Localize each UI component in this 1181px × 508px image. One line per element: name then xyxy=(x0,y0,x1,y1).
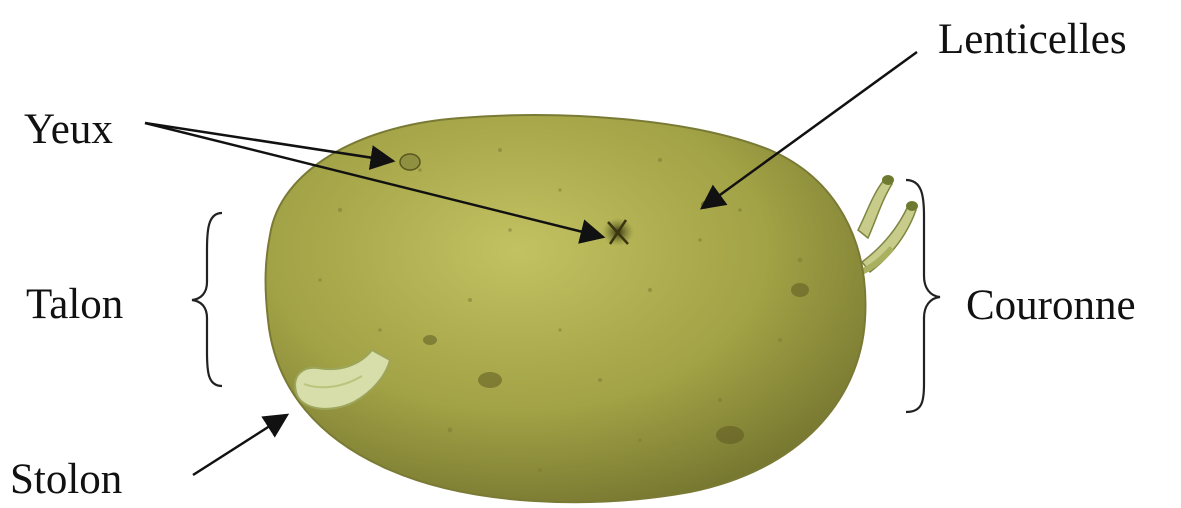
label-couronne: Couronne xyxy=(966,284,1136,327)
label-yeux: Yeux xyxy=(24,108,113,151)
potato-body xyxy=(266,115,866,502)
label-stolon: Stolon xyxy=(10,458,122,501)
eye-upper xyxy=(400,154,420,170)
stolon-arrow xyxy=(193,415,287,475)
talon-bracket xyxy=(192,213,222,386)
label-lenticelles: Lenticelles xyxy=(938,18,1127,61)
label-talon: Talon xyxy=(26,283,123,326)
